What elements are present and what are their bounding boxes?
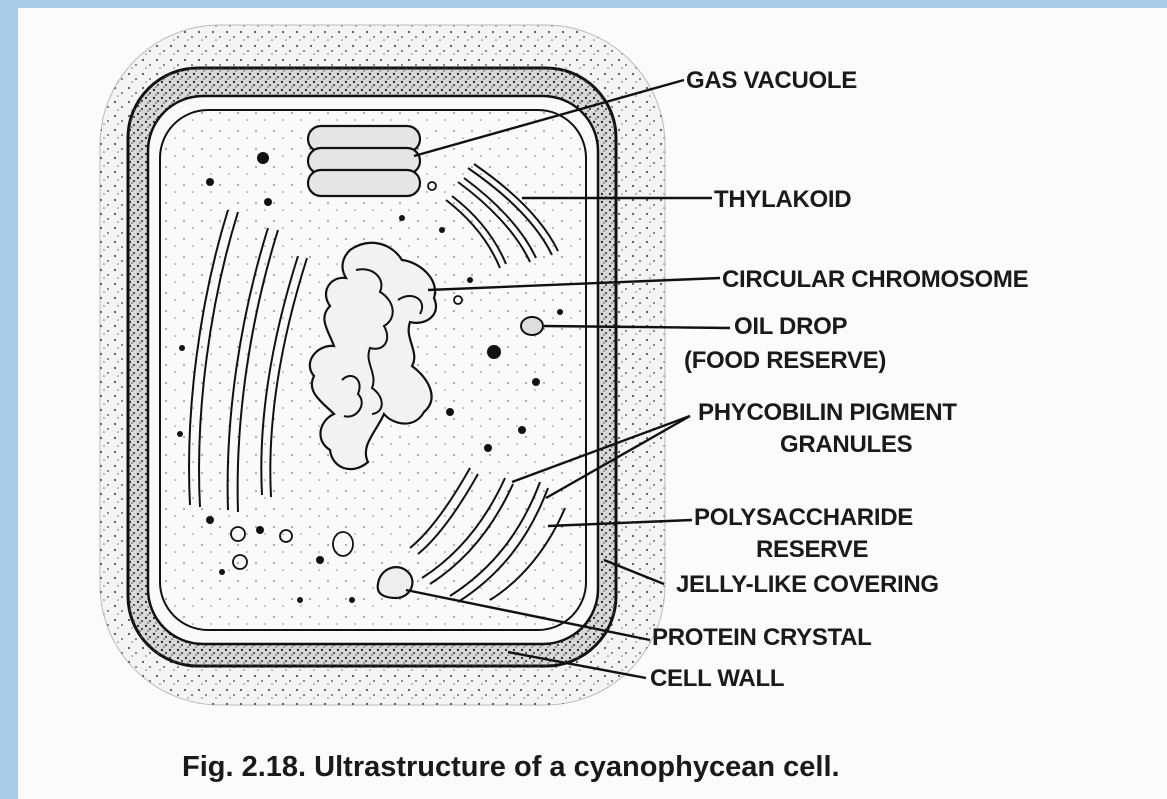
label-polysaccharide: POLYSACCHARIDE — [694, 504, 913, 531]
label-jelly-covering: JELLY-LIKE COVERING — [676, 571, 939, 598]
label-cell-wall: CELL WALL — [650, 665, 784, 692]
label-circular-chromosome: CIRCULAR CHROMOSOME — [722, 266, 1029, 293]
label-thylakoid: THYLAKOID — [714, 186, 851, 213]
labels: GAS VACUOLE THYLAKOID CIRCULAR CHROMOSOM… — [650, 67, 1029, 692]
label-gas-vacuole: GAS VACUOLE — [686, 67, 857, 94]
protein-crystal — [378, 567, 413, 598]
label-food-reserve: (FOOD RESERVE) — [684, 347, 886, 374]
label-reserve: RESERVE — [756, 536, 868, 563]
gas-vacuole — [308, 126, 420, 196]
label-granules: GRANULES — [780, 431, 913, 458]
label-oil-drop: OIL DROP — [734, 313, 847, 340]
label-protein-crystal: PROTEIN CRYSTAL — [652, 624, 872, 651]
oil-drop — [521, 317, 543, 335]
label-phycobilin: PHYCOBILIN PIGMENT — [698, 399, 957, 426]
figure-caption: Fig. 2.18. Ultrastructure of a cyanophyc… — [182, 751, 840, 783]
